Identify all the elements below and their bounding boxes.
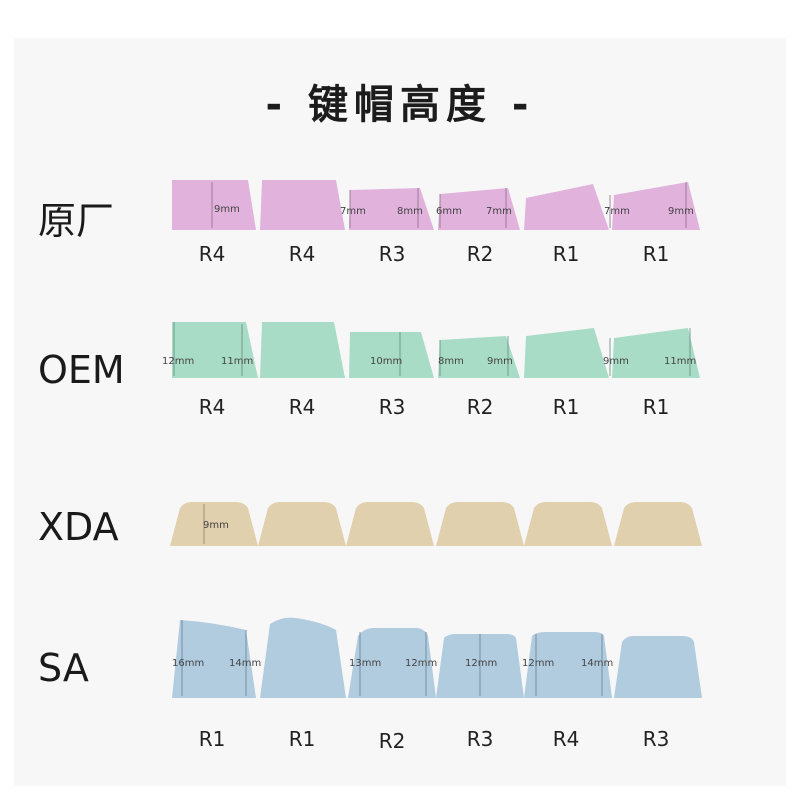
dim-label: 10mm xyxy=(370,356,402,367)
row-label-sa: SA xyxy=(38,646,89,690)
keycap-oem-6 xyxy=(612,328,700,378)
keycap-sa-2 xyxy=(260,617,346,698)
row-tag: R4 xyxy=(289,395,316,419)
keycap-oem-5 xyxy=(524,328,609,378)
keycap-original-2 xyxy=(260,180,345,230)
dim-label: 16mm xyxy=(172,658,204,669)
keycap-xda-5 xyxy=(524,502,612,546)
row-tag: R1 xyxy=(289,727,316,751)
dim-label: 12mm xyxy=(405,658,437,669)
dim-label: 9mm xyxy=(214,204,240,215)
row-tag: R4 xyxy=(199,242,226,266)
keycap-row-oem: 12mm 11mm 10mm 8mm 9mm 9mm 11mm R4 R4 R3… xyxy=(162,322,700,419)
row-tag: R1 xyxy=(199,727,226,751)
dim-label: 11mm xyxy=(664,356,696,367)
dim-label: 12mm xyxy=(465,658,497,669)
dim-label: 7mm xyxy=(340,206,366,217)
keycap-original-6 xyxy=(612,182,700,230)
keycap-sa-3 xyxy=(348,628,436,698)
dim-label: 12mm xyxy=(162,356,194,367)
keycap-original-1 xyxy=(172,180,256,230)
dim-label: 14mm xyxy=(581,658,613,669)
row-tag: R3 xyxy=(643,727,670,751)
row-tag: R4 xyxy=(553,727,580,751)
keycap-original-5 xyxy=(524,184,609,230)
dim-label: 9mm xyxy=(203,520,229,531)
keycap-sa-1 xyxy=(172,620,256,698)
row-label-original: 原厂 xyxy=(38,199,115,243)
row-tag: R2 xyxy=(379,729,406,753)
keycap-oem-1 xyxy=(172,322,258,378)
row-label-xda: XDA xyxy=(38,505,119,549)
dim-label: 8mm xyxy=(438,356,464,367)
keycap-oem-4 xyxy=(438,336,520,378)
keycap-oem-3 xyxy=(349,332,434,378)
keycap-original-3 xyxy=(349,188,434,230)
dim-label: 8mm xyxy=(397,206,423,217)
dim-label: 7mm xyxy=(486,206,512,217)
row-tag: R1 xyxy=(643,395,670,419)
row-tag: R4 xyxy=(289,242,316,266)
keycap-original-4 xyxy=(438,188,520,230)
row-label-oem: OEM xyxy=(38,348,125,392)
dim-label: 9mm xyxy=(487,356,513,367)
keycap-row-xda: 9mm xyxy=(170,502,702,546)
keycap-row-original: 9mm 7mm 8mm 6mm 7mm 7mm 9mm R4 R4 R3 R2 … xyxy=(172,180,700,266)
keycap-xda-2 xyxy=(258,502,346,546)
keycap-row-sa: 16mm 14mm 13mm 12mm 12mm 12mm 14mm R1 R1… xyxy=(172,617,702,753)
row-tag: R3 xyxy=(379,395,406,419)
dim-label: 7mm xyxy=(604,206,630,217)
row-tag: R2 xyxy=(467,395,494,419)
dim-label: 14mm xyxy=(229,658,261,669)
dim-label: 9mm xyxy=(668,206,694,217)
keycap-xda-6 xyxy=(614,502,702,546)
keycap-xda-3 xyxy=(346,502,434,546)
keycap-sa-6 xyxy=(614,636,702,698)
dim-label: 13mm xyxy=(349,658,381,669)
page-title: - 键帽高度 - xyxy=(265,82,535,128)
keycap-oem-2 xyxy=(260,322,345,378)
row-tag: R3 xyxy=(467,727,494,751)
keycap-sa-5 xyxy=(524,632,612,698)
dim-label: 9mm xyxy=(603,356,629,367)
keycap-xda-4 xyxy=(436,502,524,546)
row-tag: R1 xyxy=(553,395,580,419)
row-tag: R3 xyxy=(379,242,406,266)
dim-label: 11mm xyxy=(221,356,253,367)
row-tag: R4 xyxy=(199,395,226,419)
row-tag: R2 xyxy=(467,242,494,266)
keycap-xda-1 xyxy=(170,502,258,546)
dim-label: 6mm xyxy=(436,206,462,217)
row-tag: R1 xyxy=(643,242,670,266)
dim-label: 12mm xyxy=(522,658,554,669)
row-tag: R1 xyxy=(553,242,580,266)
